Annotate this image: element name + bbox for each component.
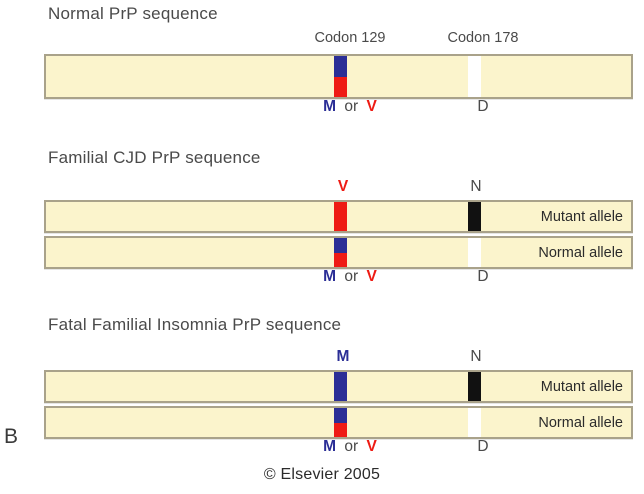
residue-label-codon178-normal-1: D <box>477 98 489 115</box>
codon-129-marker-blue <box>334 372 347 401</box>
residue-label-codon178-cjd-mutant: N <box>470 178 482 195</box>
codon-178-header: Codon 178 <box>447 30 519 46</box>
allele-caption-normal: Normal allele <box>538 414 623 431</box>
residue-or: or <box>344 438 359 455</box>
residue-v: V <box>366 268 377 285</box>
residue-label-codon129-ffi-mutant: M <box>337 348 350 366</box>
codon-129-header: Codon 129 <box>314 30 386 46</box>
marker-half-red <box>334 422 347 437</box>
residue-or: or <box>344 98 359 115</box>
copyright-credit: © Elsevier 2005 <box>263 466 381 483</box>
residue-m: M <box>323 98 337 115</box>
residue-v: V <box>366 438 377 455</box>
residue-or: or <box>344 268 359 285</box>
residue-label-codon129-cjd-mutant: V <box>338 178 348 196</box>
allele-bar-normal-1 <box>44 54 633 99</box>
residue-v: V <box>337 178 349 195</box>
residue-m: M <box>323 268 337 285</box>
codon-178-marker-white <box>468 238 481 267</box>
codon-129-marker-split <box>334 408 347 437</box>
codon-129-marker-red <box>334 202 347 231</box>
codon-129-marker-split <box>334 238 347 267</box>
section-title-normal: Normal PrP sequence <box>48 4 218 23</box>
residue-m: M <box>336 348 350 365</box>
marker-half-red <box>334 252 347 267</box>
allele-caption-mutant: Mutant allele <box>540 208 623 225</box>
residue-label-codon178-ffi-mutant: N <box>470 348 482 365</box>
allele-bar-ffi-mutant: Mutant allele <box>44 370 633 403</box>
residue-m: M <box>323 438 337 455</box>
codon-178-marker-black <box>468 372 481 401</box>
residue-label-codon129-ffi-normal: M or V <box>323 438 377 456</box>
allele-caption-normal: Normal allele <box>538 244 623 261</box>
codon-178-marker-white <box>468 56 481 97</box>
marker-half-blue <box>334 238 347 253</box>
allele-bar-ffi-normal: Normal allele <box>44 406 633 439</box>
codon-178-marker-black <box>468 202 481 231</box>
codon-178-marker-white <box>468 408 481 437</box>
residue-v: V <box>366 98 377 115</box>
section-title-familial-cjd: Familial CJD PrP sequence <box>48 148 261 167</box>
residue-label-codon178-ffi-normal: D <box>477 438 489 455</box>
residue-label-codon129-cjd-normal: M or V <box>323 268 377 286</box>
marker-half-blue <box>334 408 347 423</box>
codon-129-marker-split <box>334 56 347 97</box>
section-title-fatal-familial-insomnia: Fatal Familial Insomnia PrP sequence <box>48 315 342 334</box>
residue-label-codon129-normal-1: M or V <box>323 98 377 116</box>
allele-bar-cjd-mutant: Mutant allele <box>44 200 633 233</box>
residue-label-codon178-cjd-normal: D <box>477 268 489 285</box>
marker-half-red <box>334 76 347 97</box>
panel-letter: B <box>4 425 19 448</box>
marker-half-blue <box>334 56 347 77</box>
allele-bar-cjd-normal: Normal allele <box>44 236 633 269</box>
allele-caption-mutant: Mutant allele <box>540 378 623 395</box>
